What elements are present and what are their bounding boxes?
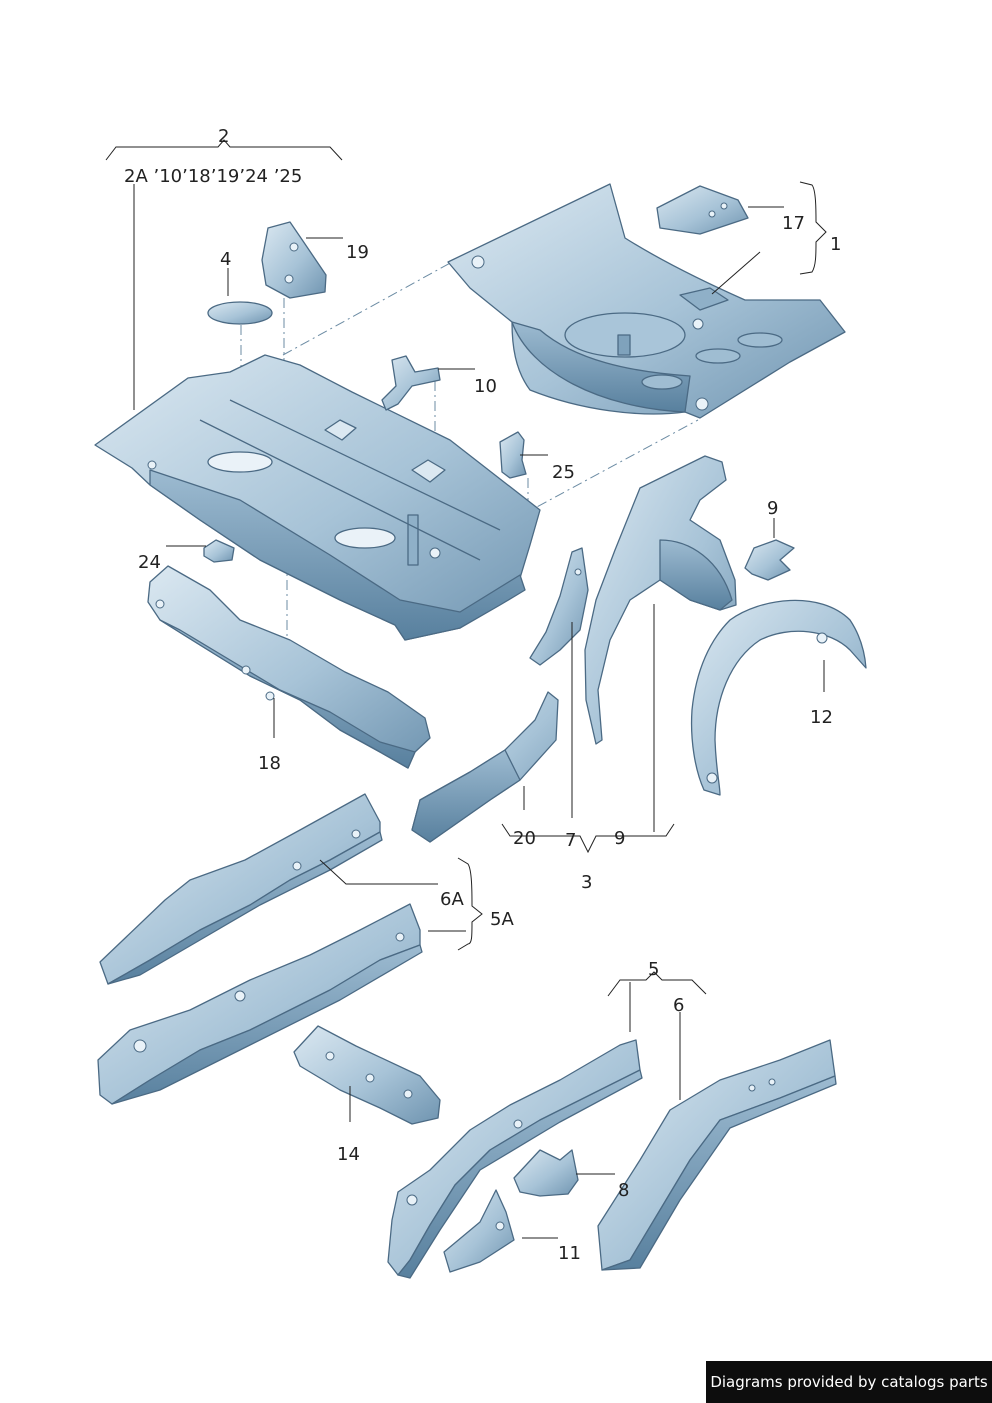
callout-9-wheelhouse: 9 bbox=[614, 828, 625, 849]
callout-7: 7 bbox=[565, 830, 576, 851]
callout-18: 18 bbox=[258, 753, 281, 774]
callout-19: 19 bbox=[346, 242, 369, 263]
part-plug-4 bbox=[207, 301, 273, 325]
part-bracket-8 bbox=[513, 1149, 579, 1197]
part-side-member-5A bbox=[97, 903, 423, 1105]
callout-12: 12 bbox=[810, 707, 833, 728]
callout-14: 14 bbox=[337, 1144, 360, 1165]
part-bracket-11 bbox=[443, 1189, 515, 1273]
callout-8: 8 bbox=[618, 1180, 629, 1201]
part-bracket-19 bbox=[261, 221, 327, 299]
callout-9-bracket: 9 bbox=[767, 498, 778, 519]
callout-4: 4 bbox=[220, 249, 231, 270]
callout-5A: 5A bbox=[490, 909, 514, 930]
part-longitudinal-member-5 bbox=[387, 1039, 643, 1279]
part-bracket-10 bbox=[381, 355, 441, 411]
footer-credit: Diagrams provided by catalogs parts bbox=[706, 1361, 992, 1403]
callout-6A: 6A bbox=[440, 889, 464, 910]
part-wheelhouse-inner-9 bbox=[584, 455, 737, 745]
callout-11: 11 bbox=[558, 1243, 581, 1264]
part-reinforcement-18 bbox=[147, 565, 431, 769]
callout-2-sub: 2A ’10’18’19’24 ’25 bbox=[124, 166, 302, 187]
callout-17: 17 bbox=[782, 213, 805, 234]
part-rear-floor-pan bbox=[447, 183, 846, 419]
callout-5: 5 bbox=[648, 959, 659, 980]
part-longitudinal-member-6 bbox=[597, 1039, 837, 1271]
part-panel-20 bbox=[411, 691, 559, 843]
part-bracket-9 bbox=[744, 539, 795, 581]
callout-labels: 2 2A ’10’18’19’24 ’25 1 17 19 4 10 25 24… bbox=[124, 126, 841, 1264]
part-bracket-25 bbox=[499, 431, 527, 479]
part-wheelhouse-outer-12 bbox=[690, 599, 867, 796]
leader-lines bbox=[105, 139, 827, 1239]
part-cross-member-14 bbox=[293, 1025, 441, 1125]
part-clip-24 bbox=[203, 539, 235, 563]
callout-3: 3 bbox=[581, 872, 592, 893]
callout-10: 10 bbox=[474, 376, 497, 397]
part-bracket-17 bbox=[656, 185, 749, 235]
callout-24: 24 bbox=[138, 552, 161, 573]
callout-25: 25 bbox=[552, 462, 575, 483]
callout-2: 2 bbox=[218, 126, 229, 147]
part-pillar-7 bbox=[529, 547, 589, 666]
callout-6: 6 bbox=[673, 995, 684, 1016]
part-front-floor-pan bbox=[94, 354, 541, 641]
callout-20: 20 bbox=[513, 828, 536, 849]
part-side-member-6A bbox=[99, 793, 383, 985]
callout-1: 1 bbox=[830, 234, 841, 255]
